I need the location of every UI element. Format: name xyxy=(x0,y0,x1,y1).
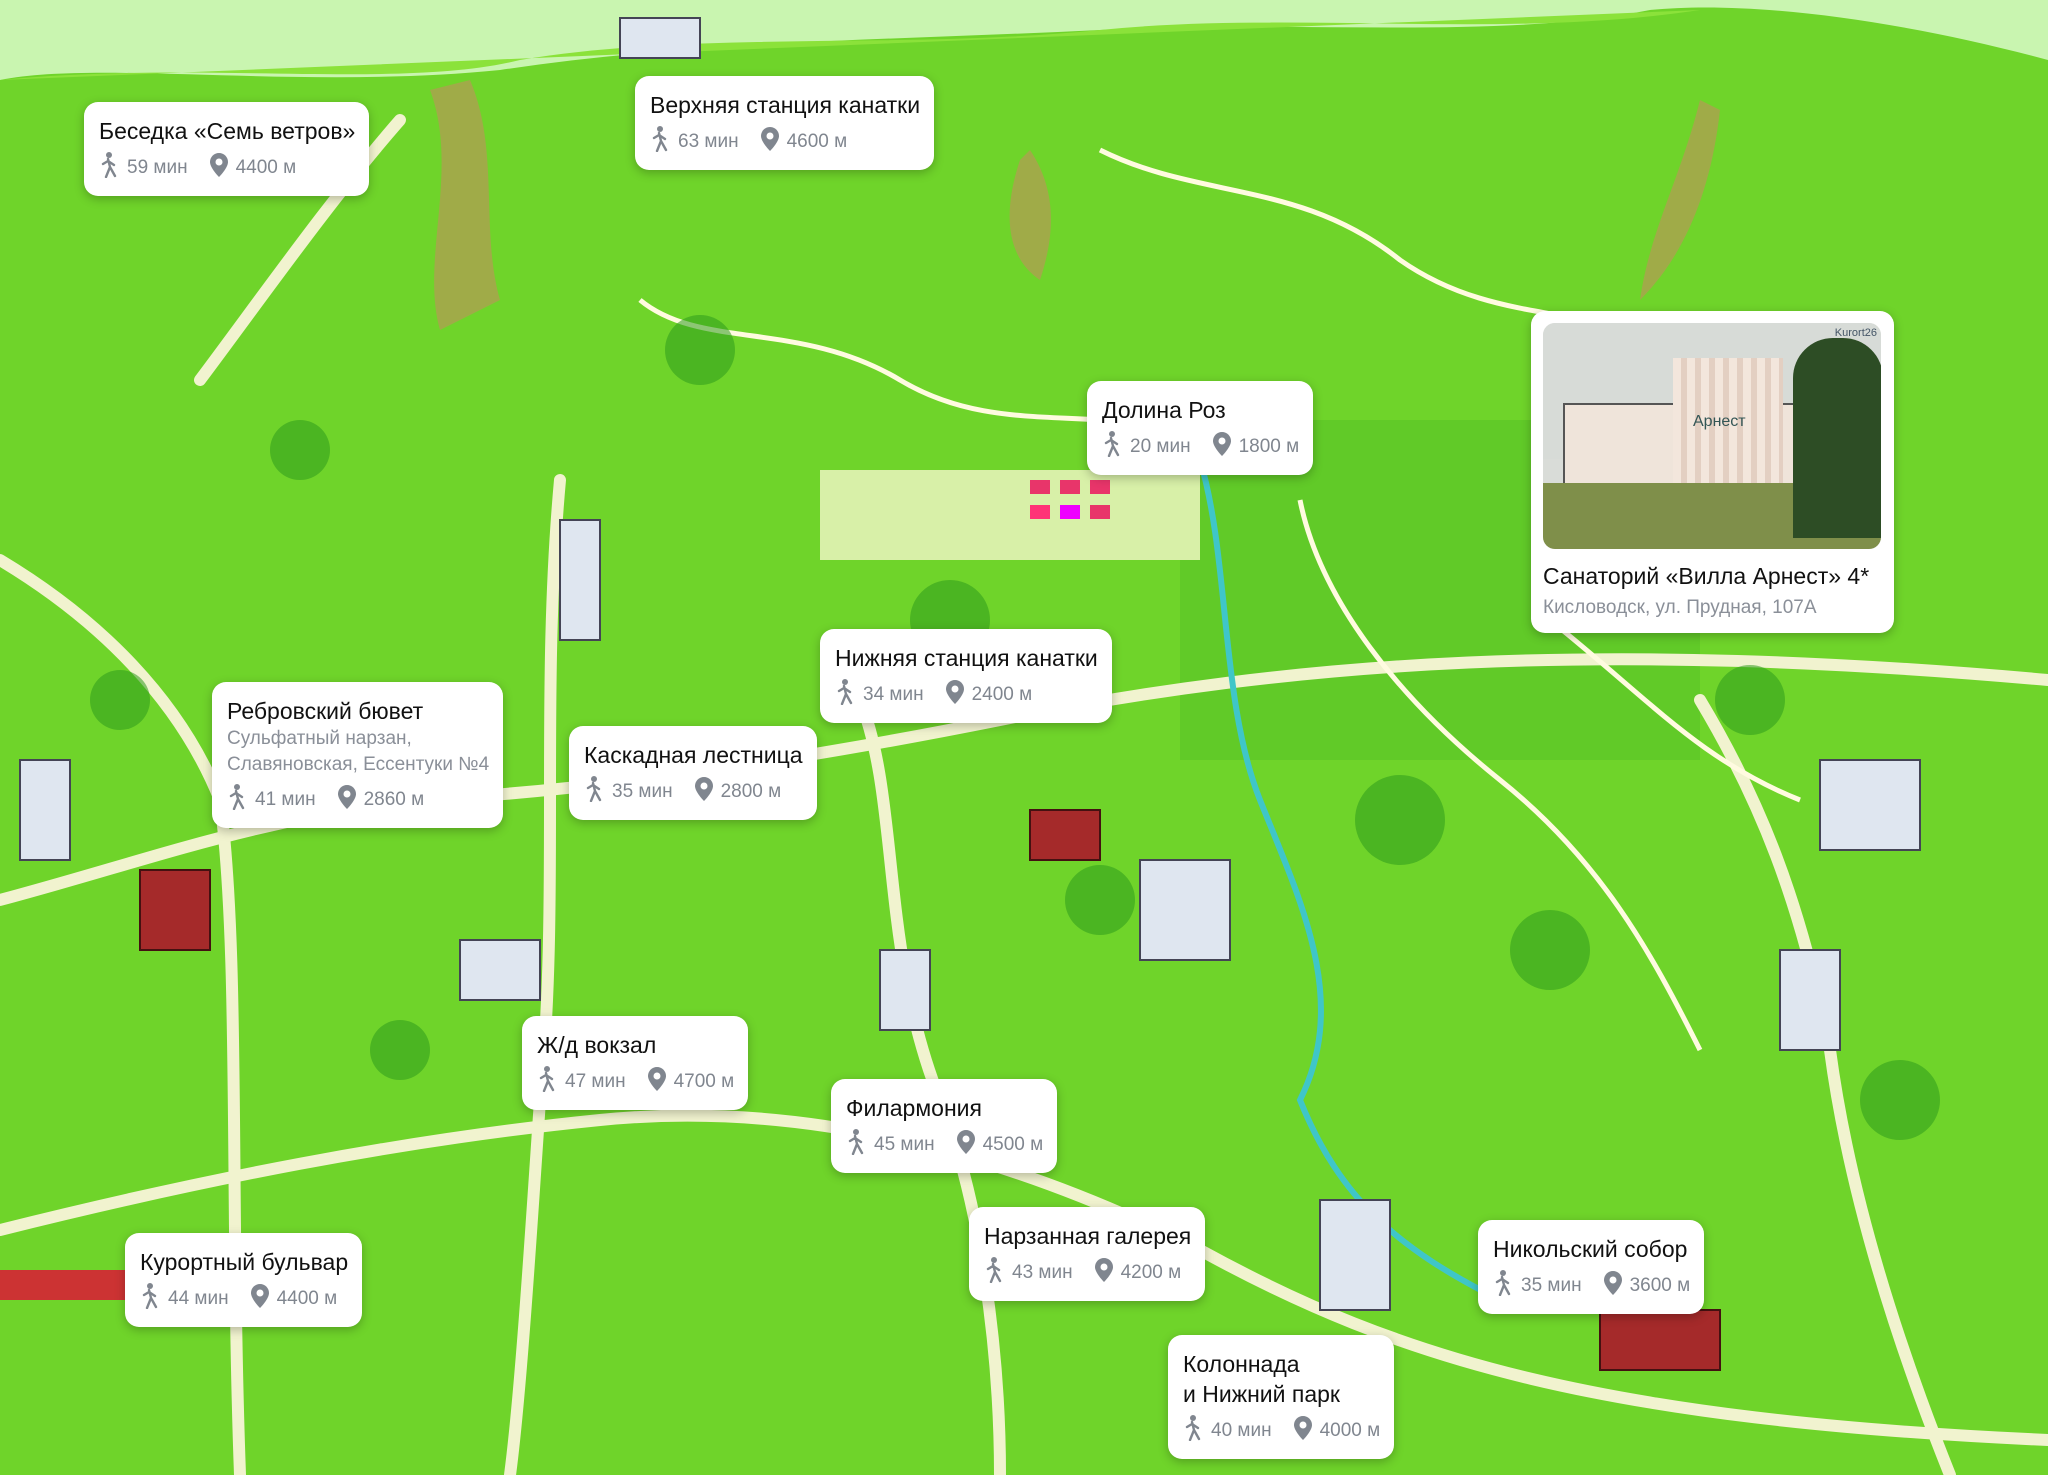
walking-icon xyxy=(846,1129,866,1161)
walk-time: 34 мин xyxy=(863,684,924,705)
location-pin-icon xyxy=(337,785,356,815)
walking-icon xyxy=(537,1066,557,1098)
walking-icon xyxy=(227,784,247,816)
place-name: Курортный бульвар xyxy=(140,1249,349,1275)
walk-time: 47 мин xyxy=(565,1071,626,1092)
distance: 2860 м xyxy=(363,789,425,810)
walk-time: 45 мин xyxy=(874,1134,935,1155)
place-name: Каскадная лестница xyxy=(584,742,803,768)
location-pin-icon xyxy=(647,1067,666,1097)
location-pin-icon xyxy=(694,777,713,807)
location-pin-icon xyxy=(1212,432,1231,462)
location-pin-icon xyxy=(250,1284,269,1314)
distance: 4600 м xyxy=(786,131,848,152)
walking-icon xyxy=(650,126,670,158)
place-card-narzan-gallery[interactable]: Нарзанная галерея 43 мин 4200 м xyxy=(969,1207,1206,1301)
walking-icon xyxy=(984,1257,1004,1289)
location-pin-icon xyxy=(945,680,964,710)
walk-time: 59 мин xyxy=(127,157,188,178)
place-card-nikolsky-cathedral[interactable]: Никольский собор 35 мин 3600 м xyxy=(1478,1220,1705,1314)
place-name: Ребровский бювет xyxy=(227,698,424,724)
walking-icon xyxy=(1183,1415,1203,1447)
location-pin-icon xyxy=(209,153,228,183)
walk-time: 43 мин xyxy=(1012,1262,1073,1283)
walking-icon xyxy=(99,152,119,184)
hotel-sign: Арнест xyxy=(1693,413,1746,430)
place-desc: Сульфатный нарзан, xyxy=(227,728,412,749)
hotel-card[interactable]: Арнест Kurort26 Санаторий «Вилла Арнест»… xyxy=(1531,311,1894,633)
place-desc: Славяновская, Ессентуки №4 xyxy=(227,754,490,775)
walking-icon xyxy=(584,776,604,808)
walking-icon xyxy=(835,679,855,711)
place-card-upper-cable-station[interactable]: Верхняя станция канатки 63 мин 4600 м xyxy=(635,76,935,170)
distance: 2400 м xyxy=(971,684,1033,705)
walking-icon xyxy=(1493,1270,1513,1302)
distance: 4700 м xyxy=(673,1071,735,1092)
distance: 4500 м xyxy=(982,1134,1044,1155)
walk-time: 40 мин xyxy=(1211,1420,1272,1441)
location-pin-icon xyxy=(760,127,779,157)
location-pin-icon xyxy=(1293,1416,1312,1446)
distance: 2800 м xyxy=(720,781,782,802)
location-pin-icon xyxy=(1094,1258,1113,1288)
watermark: Kurort26 xyxy=(1834,327,1877,339)
place-name: Беседка «Семь ветров» xyxy=(99,118,356,144)
place-card-philharmonic[interactable]: Филармония 45 мин 4500 м xyxy=(831,1079,1058,1173)
walk-time: 20 мин xyxy=(1130,436,1191,457)
walk-time: 35 мин xyxy=(612,781,673,802)
location-pin-icon xyxy=(1603,1271,1622,1301)
place-name: Верхняя станция канатки xyxy=(650,92,921,118)
place-name: Колоннада xyxy=(1183,1351,1300,1377)
place-card-cascade-stairs[interactable]: Каскадная лестница 35 мин 2800 м xyxy=(569,726,817,820)
walk-time: 63 мин xyxy=(678,131,739,152)
location-pin-icon xyxy=(956,1130,975,1160)
place-card-lower-cable-station[interactable]: Нижняя станция канатки 34 мин 2400 м xyxy=(820,629,1112,723)
distance: 3600 м xyxy=(1629,1275,1691,1296)
hotel-name: Санаторий «Вилла Арнест» 4* xyxy=(1543,563,1870,589)
place-card-besedka[interactable]: Беседка «Семь ветров» 59 мин 4400 м xyxy=(84,102,370,196)
place-name: Долина Роз xyxy=(1102,397,1226,423)
place-name: Никольский собор xyxy=(1493,1236,1688,1262)
place-name: Ж/д вокзал xyxy=(537,1032,657,1058)
place-card-kurortny-boulevard[interactable]: Курортный бульвар 44 мин 4400 м xyxy=(125,1233,363,1327)
walking-icon xyxy=(140,1283,160,1315)
place-card-railway-station[interactable]: Ж/д вокзал 47 мин 4700 м xyxy=(522,1016,749,1110)
distance: 4000 м xyxy=(1319,1420,1381,1441)
place-card-colonnade[interactable]: Колоннада и Нижний парк 40 мин 4000 м xyxy=(1168,1335,1395,1459)
hotel-photo: Арнест Kurort26 xyxy=(1543,323,1881,549)
distance: 4400 м xyxy=(276,1288,338,1309)
walk-time: 35 мин xyxy=(1521,1275,1582,1296)
walk-time: 41 мин xyxy=(255,789,316,810)
distance: 4200 м xyxy=(1120,1262,1182,1283)
place-name-line2: и Нижний парк xyxy=(1183,1381,1340,1407)
place-name: Филармония xyxy=(846,1095,982,1121)
distance: 1800 м xyxy=(1238,436,1300,457)
place-name: Нарзанная галерея xyxy=(984,1223,1192,1249)
hotel-address: Кисловодск, ул. Прудная, 107А xyxy=(1543,597,1817,618)
place-name: Нижняя станция канатки xyxy=(835,645,1098,671)
walk-time: 44 мин xyxy=(168,1288,229,1309)
distance: 4400 м xyxy=(235,157,297,178)
place-card-rose-valley[interactable]: Долина Роз 20 мин 1800 м xyxy=(1087,381,1314,475)
walking-icon xyxy=(1102,431,1122,463)
